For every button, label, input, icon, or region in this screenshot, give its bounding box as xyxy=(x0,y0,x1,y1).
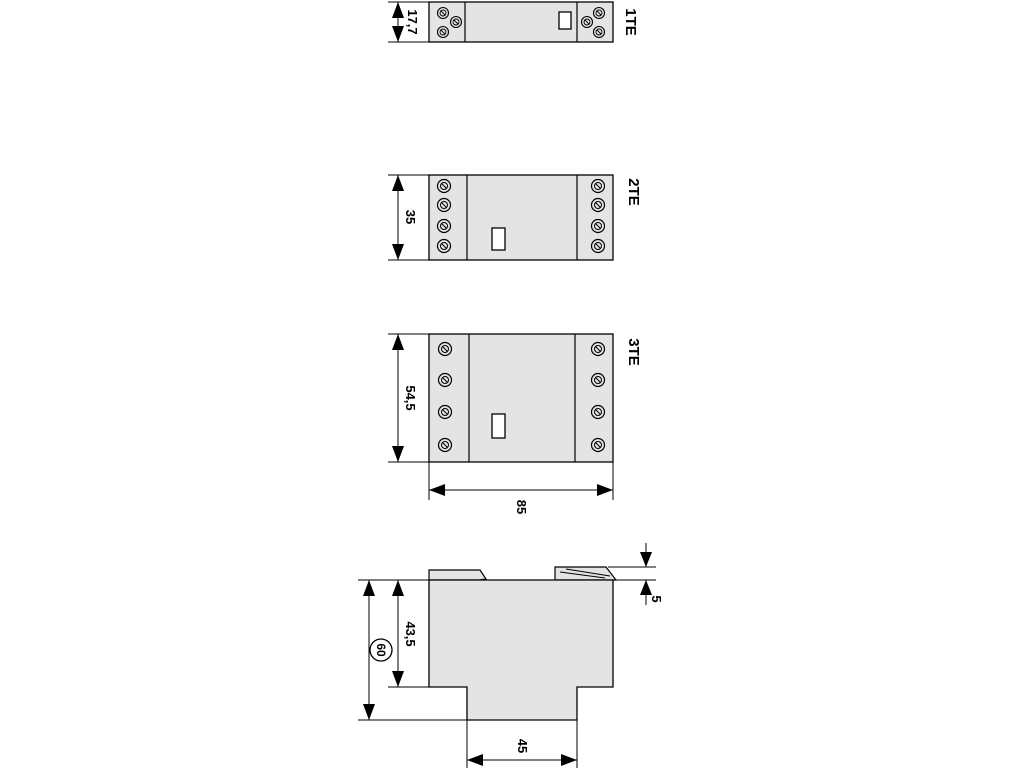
terminal-screw-icon xyxy=(590,437,606,453)
dim-circle-marker xyxy=(369,638,393,662)
terminal-screw-icon xyxy=(590,404,606,420)
module-3te: 54,5 3TE 85 xyxy=(388,333,642,514)
terminal-screw-icon xyxy=(590,372,606,388)
dim-height-3te: 54,5 xyxy=(403,385,418,410)
terminal-screw-icon xyxy=(590,238,606,254)
dim-height-2te: 35 xyxy=(403,210,418,224)
module-label-3te: 3TE xyxy=(625,338,642,366)
terminal-screw-icon xyxy=(436,178,452,194)
terminal-screw-icon xyxy=(436,6,450,20)
terminal-screw-icon xyxy=(436,218,452,234)
terminal-screw-icon xyxy=(592,6,606,20)
indicator-window xyxy=(558,11,572,30)
dim-foot-width: 45 xyxy=(515,739,530,753)
terminal-screw-icon xyxy=(436,25,450,39)
terminal-screw-icon xyxy=(436,197,452,213)
terminal-screw-icon xyxy=(449,15,463,29)
terminal-screw-icon xyxy=(436,238,452,254)
terminal-screw-icon xyxy=(437,437,453,453)
dim-side-total: 60 xyxy=(374,643,388,657)
terminal-screw-icon xyxy=(590,218,606,234)
dim-height-1te: 17,7 xyxy=(405,9,420,34)
dim-clip-height: 5 xyxy=(649,595,664,602)
module-1te: 17,7 1TE xyxy=(388,1,639,43)
module-2te: 35 2TE xyxy=(388,174,642,261)
terminal-screw-icon xyxy=(580,15,594,29)
terminal-screw-icon xyxy=(590,341,606,357)
side-view: 43,5 60 45 5 xyxy=(358,543,664,768)
terminal-screw-icon xyxy=(592,25,606,39)
module-label-2te: 2TE xyxy=(625,178,642,206)
module-2te-body xyxy=(428,174,614,261)
indicator-window xyxy=(491,413,506,439)
terminal-screw-icon xyxy=(437,372,453,388)
terminal-screw-icon xyxy=(590,197,606,213)
terminal-screw-icon xyxy=(437,404,453,420)
side-view-body xyxy=(428,579,614,721)
dim-width: 85 xyxy=(514,500,529,514)
module-label-1te: 1TE xyxy=(622,8,639,36)
indicator-window xyxy=(491,227,506,251)
dim-side-depth: 43,5 xyxy=(403,621,418,646)
terminal-screw-icon xyxy=(437,341,453,357)
module-3te-body xyxy=(428,333,614,463)
terminal-screw-icon xyxy=(590,178,606,194)
